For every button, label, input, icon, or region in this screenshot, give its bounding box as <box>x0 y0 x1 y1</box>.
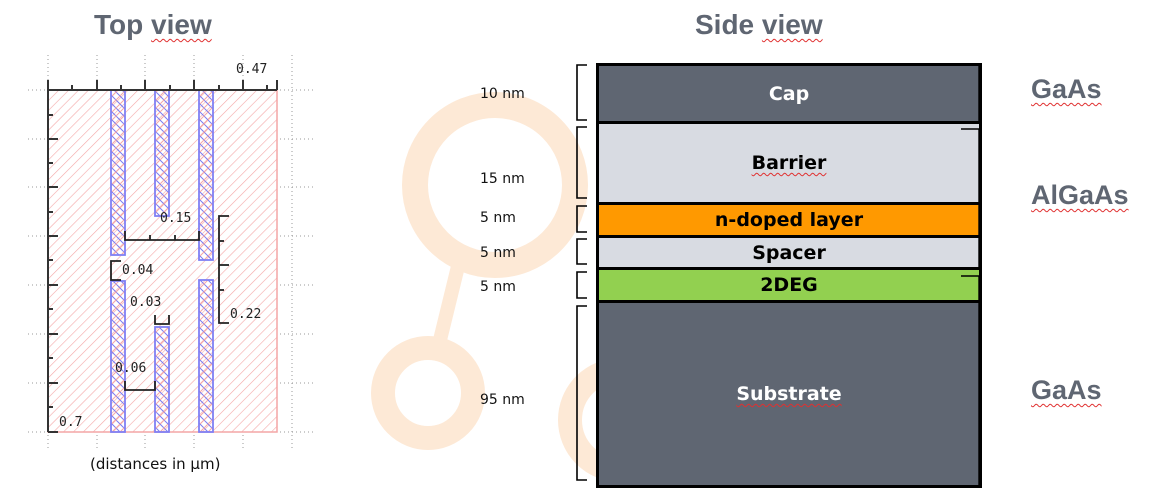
layer-cap: Cap <box>599 66 979 124</box>
thickness-label-spacer: 5 nm <box>480 245 516 261</box>
gate-left-upper <box>110 89 126 256</box>
dim-015-label: 0.15 <box>160 211 191 226</box>
layer-n-doped: n-doped layer <box>599 205 979 238</box>
top-ruler <box>47 80 278 91</box>
thickness-label-substrate: 95 nm <box>480 392 525 408</box>
dim-022-bracket <box>218 215 229 324</box>
gate-left-lower <box>110 280 126 433</box>
top-view-diagram: 0.47 0.7 0.15 0.04 0.03 0.06 0.22 <box>28 55 315 448</box>
dim-006-label: 0.06 <box>115 361 146 376</box>
material-label-gaas-top: GaAs <box>1031 74 1102 104</box>
layer-substrate: Substrate <box>599 303 979 485</box>
layer-stack: Cap Barrier n-doped layer Spacer 2DEG Su… <box>596 63 982 488</box>
layer-2deg: 2DEG <box>599 270 979 303</box>
dim-003-bracket <box>154 315 170 325</box>
thickness-label-barrier: 15 nm <box>480 171 525 187</box>
thickness-label-ndoped: 5 nm <box>480 210 516 226</box>
dim-006-bracket <box>124 381 156 391</box>
material-label-gaas-bottom: GaAs <box>1031 375 1102 405</box>
dim-004-label: 0.04 <box>122 263 153 278</box>
left-thickness-brackets <box>576 64 587 481</box>
gate-right-lower <box>198 279 214 433</box>
thickness-label-cap: 10 nm <box>480 86 525 102</box>
layer-barrier: Barrier <box>599 124 979 205</box>
dim-003-label: 0.03 <box>130 295 161 310</box>
dim-height-label: 0.7 <box>59 415 82 430</box>
dim-width-label: 0.47 <box>236 62 267 77</box>
top-view-title: Top view <box>94 9 212 40</box>
dim-022-label: 0.22 <box>230 307 261 322</box>
dim-015-bracket <box>124 231 200 241</box>
left-ruler <box>47 90 58 433</box>
dim-004-bracket <box>110 260 121 281</box>
material-label-algaas: AlGaAs <box>1031 180 1129 210</box>
thickness-label-2deg: 5 nm <box>480 279 516 295</box>
top-view-caption: (distances in µm) <box>90 455 221 473</box>
gate-electrodes <box>110 89 214 433</box>
gate-center-lower <box>154 326 170 433</box>
side-view-title: Side view <box>695 9 823 40</box>
gate-right-upper <box>198 89 214 261</box>
right-material-brackets <box>961 64 980 487</box>
gate-center-upper <box>154 89 170 217</box>
layer-spacer: Spacer <box>599 238 979 270</box>
